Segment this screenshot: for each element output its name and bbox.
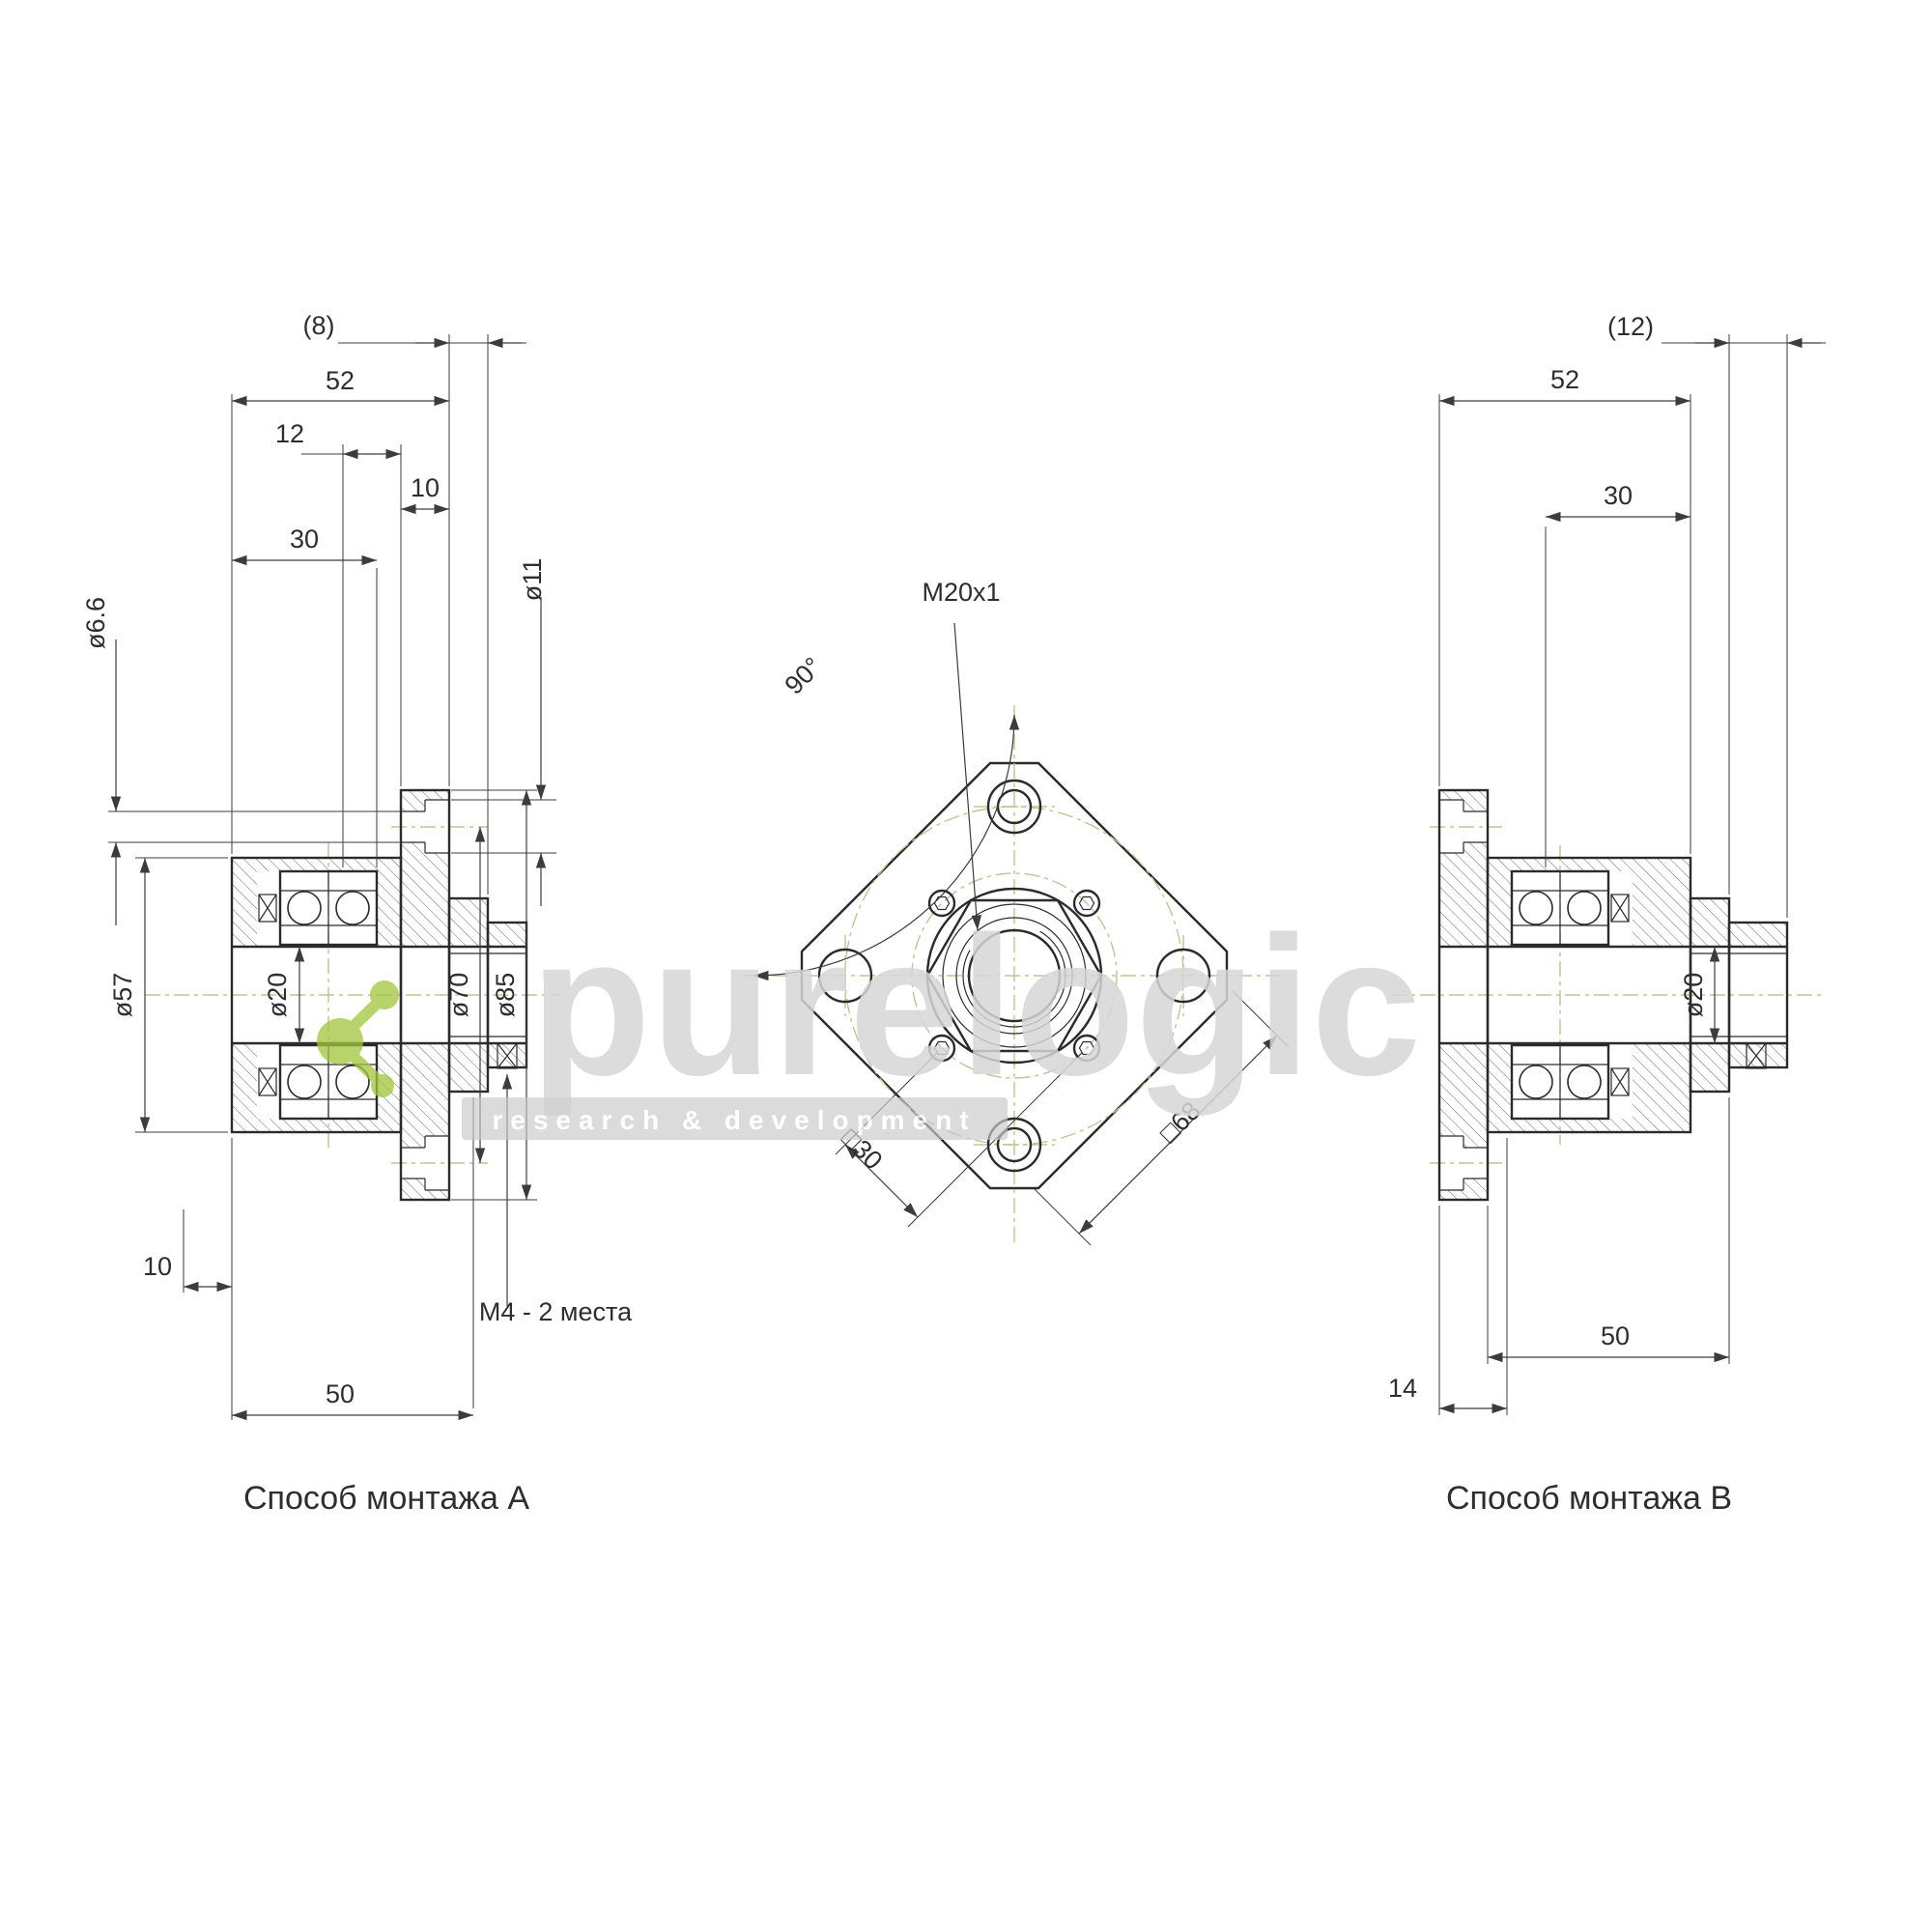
right-view: (12) 52 30 ø20 50 14 Способ монтажа В <box>1388 312 1826 1517</box>
caption-left: Способ монтажа А <box>243 1480 529 1517</box>
tagline-text: research & development <box>492 1105 976 1135</box>
dim-label-thread: M20x1 <box>922 578 1000 607</box>
caption-right: Способ монтажа В <box>1446 1480 1732 1517</box>
tagline-bar <box>462 1097 1008 1140</box>
dim-label-20-right: ø20 <box>1679 973 1708 1018</box>
right-view-hatching <box>1439 790 1787 1200</box>
dim-label-11: ø11 <box>518 558 547 602</box>
brand-text: purelogic <box>530 895 1422 1117</box>
dim-label-52-left: 52 <box>326 366 355 395</box>
right-view-outline <box>1437 788 1789 1202</box>
molecule-logo-icon <box>317 980 399 1097</box>
dim-label-10-top: 10 <box>411 473 440 502</box>
dim-label-52-right: 52 <box>1550 365 1579 394</box>
dim-label-12-right: (12) <box>1607 312 1654 341</box>
dim-label-8: (8) <box>303 311 335 340</box>
dim-label-10-bottom: 10 <box>143 1252 172 1281</box>
left-view: (8) 52 12 10 30 ø6.6 ø11 <box>81 311 633 1517</box>
dim-label-20-left: ø20 <box>263 973 292 1018</box>
dim-label-6-6: ø6.6 <box>81 597 110 649</box>
left-view-hatching <box>232 790 526 1200</box>
left-view-dimensions: (8) 52 12 10 30 ø6.6 ø11 <box>81 311 633 1421</box>
dim-label-50-right: 50 <box>1601 1321 1630 1350</box>
left-view-outline <box>230 788 528 1202</box>
dim-label-30-left: 30 <box>290 525 319 554</box>
dim-label-70: ø70 <box>444 973 473 1018</box>
dim-label-12: 12 <box>275 419 304 448</box>
right-view-dimensions: (12) 52 30 ø20 50 14 <box>1388 312 1826 1415</box>
dim-label-14: 14 <box>1388 1374 1417 1403</box>
dim-label-57: ø57 <box>108 973 137 1018</box>
dim-label-50-left: 50 <box>326 1379 355 1408</box>
dim-label-90deg: 90° <box>780 652 828 700</box>
watermark: purelogic research & development <box>317 895 1421 1140</box>
dim-label-85: ø85 <box>491 973 520 1018</box>
dim-label-m4: M4 - 2 места <box>479 1297 633 1326</box>
dim-label-30-right: 30 <box>1604 481 1633 510</box>
